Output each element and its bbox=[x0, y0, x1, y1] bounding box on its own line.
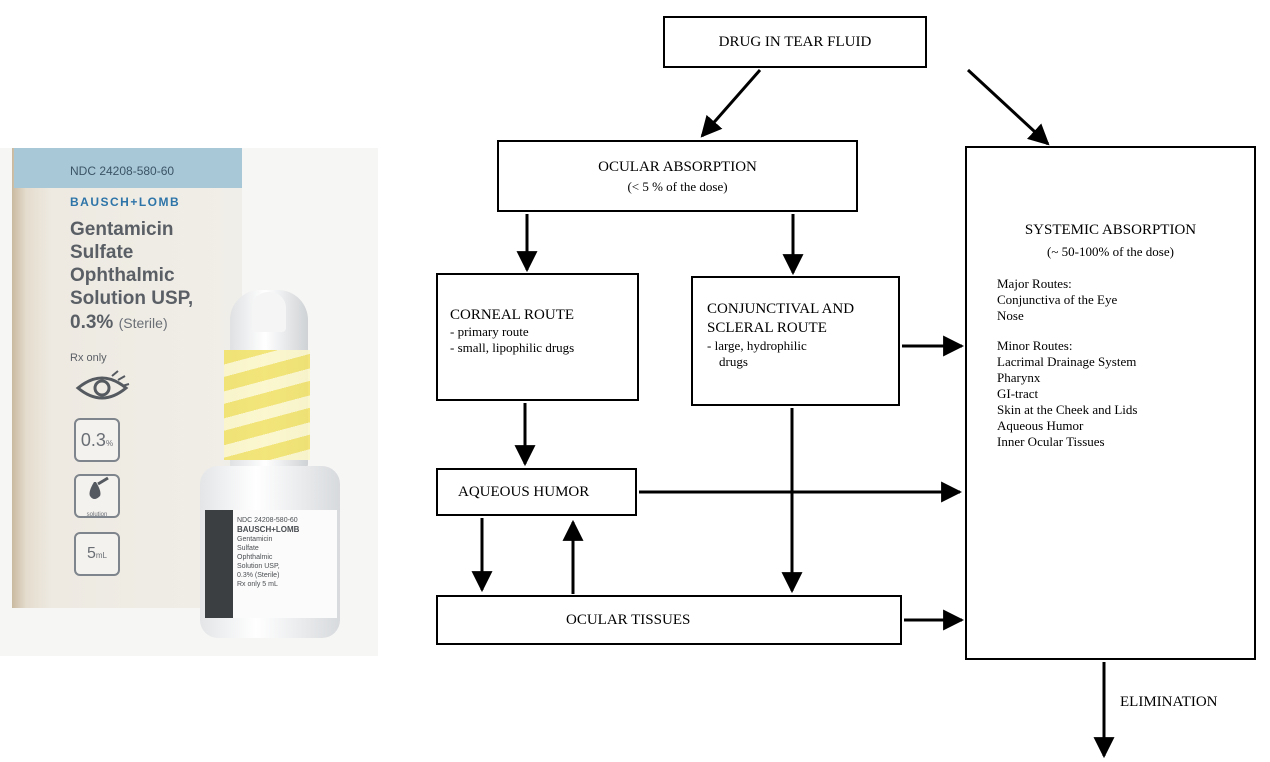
node-corneal-route: CORNEAL ROUTE - primary route - small, l… bbox=[436, 273, 639, 401]
major-routes-heading: Major Routes: bbox=[997, 276, 1072, 291]
carton-sterile: (Sterile) bbox=[118, 315, 168, 331]
badge-concentration-unit: % bbox=[105, 439, 114, 448]
volume-badge: 5mL bbox=[74, 532, 120, 576]
bottle-brand: BAUSCH+LOMB bbox=[237, 525, 333, 535]
corneal-route-title: CORNEAL ROUTE bbox=[450, 307, 575, 323]
major-route-item: Nose bbox=[997, 308, 1024, 323]
bottle-brand-text: BAUSCH+LOMB bbox=[237, 525, 300, 534]
carton-strength: 0.3% bbox=[70, 312, 114, 333]
node-conjunctival-scleral-route: CONJUNCTIVAL AND SCLERAL ROUTE - large, … bbox=[691, 276, 900, 406]
badge-concentration-value: 0.3 bbox=[80, 430, 106, 450]
conjunctival-title-line: CONJUNCTIVAL AND bbox=[707, 301, 855, 317]
corneal-route-line: - small, lipophilic drugs bbox=[450, 340, 575, 355]
conjunctival-title-line: SCLERAL ROUTE bbox=[707, 320, 827, 336]
minor-route-item: Lacrimal Drainage System bbox=[997, 354, 1137, 369]
carton-name-line: Solution USP, bbox=[70, 288, 194, 309]
bottle-line: 0.3% (Sterile) bbox=[237, 572, 280, 579]
node-systemic-absorption: SYSTEMIC ABSORPTION (~ 50-100% of the do… bbox=[965, 146, 1256, 660]
bottle-line: Ophthalmic bbox=[237, 554, 273, 561]
ocular-absorption-sub: (< 5 % of the dose) bbox=[627, 179, 728, 194]
systemic-title: SYSTEMIC ABSORPTION bbox=[1024, 222, 1197, 238]
bottle-label: NDC 24208-580-60 BAUSCH+LOMB Gentamicin … bbox=[205, 510, 337, 618]
node-aqueous-humor: AQUEOUS HUMOR bbox=[436, 468, 637, 516]
node-ocular-absorption: OCULAR ABSORPTION (< 5 % of the dose) bbox=[497, 140, 858, 212]
node-drug-in-tear-fluid: DRUG IN TEAR FLUID bbox=[663, 16, 927, 68]
bottle-line: Rx only 5 mL bbox=[237, 581, 278, 588]
absorption-flowchart: DRUG IN TEAR FLUID OCULAR ABSORPTION (< … bbox=[420, 0, 1270, 762]
bottle-ndc: NDC 24208-580-60 bbox=[237, 517, 298, 524]
bottle-line: Gentamicin bbox=[237, 536, 273, 543]
ocular-tissues-label: OCULAR TISSUES bbox=[566, 612, 691, 628]
systemic-sub: (~ 50-100% of the dose) bbox=[1047, 244, 1174, 259]
bottle-tip bbox=[252, 292, 286, 332]
bottle-line: Sulfate bbox=[237, 545, 259, 552]
dropper-badge: solution bbox=[74, 474, 120, 518]
product-photo bbox=[0, 148, 378, 656]
arrow-tear-to-ocular bbox=[700, 69, 762, 138]
aqueous-humor-label: AQUEOUS HUMOR bbox=[458, 484, 590, 500]
minor-route-item: Aqueous Humor bbox=[997, 418, 1084, 433]
carton-brand: BAUSCH+LOMB bbox=[70, 195, 181, 209]
badge-drop-caption: solution bbox=[86, 512, 108, 518]
carton-rx-only: Rx only bbox=[70, 352, 107, 364]
minor-routes-heading: Minor Routes: bbox=[997, 338, 1073, 353]
minor-route-item: Inner Ocular Tissues bbox=[997, 434, 1105, 449]
minor-route-item: Skin at the Cheek and Lids bbox=[997, 402, 1138, 417]
badge-volume-unit: mL bbox=[95, 551, 108, 560]
node-ocular-tissues: OCULAR TISSUES bbox=[436, 595, 902, 645]
carton-product-name: Gentamicin Sulfate Ophthalmic Solution U… bbox=[70, 218, 240, 310]
conjunctival-route-line: drugs bbox=[719, 354, 748, 369]
minor-route-item: GI-tract bbox=[997, 386, 1039, 401]
elimination-label: ELIMINATION bbox=[1120, 694, 1218, 710]
carton-name-line: Sulfate bbox=[70, 242, 134, 263]
eye-icon bbox=[75, 370, 130, 400]
carton-ndc: NDC 24208-580-60 bbox=[70, 164, 175, 178]
minor-route-item: Pharynx bbox=[997, 370, 1041, 385]
arrow-tear-to-systemic bbox=[966, 68, 1050, 146]
dropper-icon bbox=[89, 476, 109, 499]
carton-ndc-band bbox=[14, 148, 242, 188]
bottle-seal bbox=[224, 350, 310, 460]
carton-name-line: Gentamicin bbox=[70, 219, 174, 240]
conjunctival-route-line: - large, hydrophilic bbox=[707, 338, 807, 353]
corneal-route-line: - primary route bbox=[450, 324, 529, 339]
major-route-item: Conjunctiva of the Eye bbox=[997, 292, 1118, 307]
badge-volume-value: 5 bbox=[86, 545, 96, 562]
node-tear-label: DRUG IN TEAR FLUID bbox=[718, 34, 872, 50]
carton-name-line: Ophthalmic bbox=[70, 265, 175, 286]
flow-arrows bbox=[471, 68, 1115, 759]
concentration-badge: 0.3% bbox=[74, 418, 120, 462]
ocular-absorption-title: OCULAR ABSORPTION bbox=[598, 159, 757, 175]
bottle-line: Solution USP, bbox=[237, 563, 280, 570]
carton-strength-line: 0.3% (Sterile) bbox=[70, 312, 168, 334]
